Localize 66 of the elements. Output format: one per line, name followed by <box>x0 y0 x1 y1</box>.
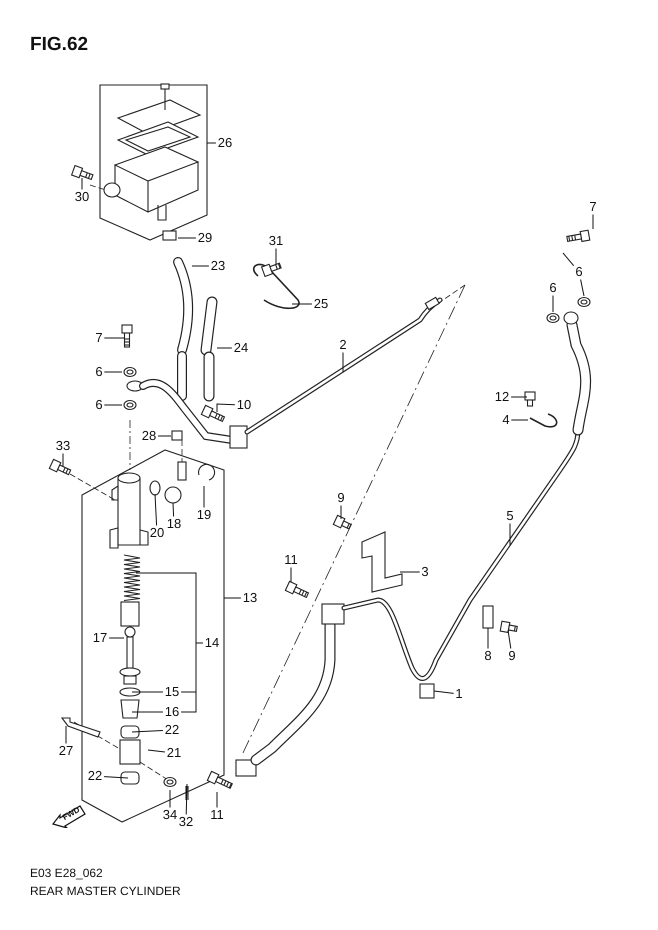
callout-number: 15 <box>164 685 180 699</box>
callout-number: 17 <box>92 631 108 645</box>
callout-number: 31 <box>268 234 284 248</box>
callout-number: 3 <box>421 565 429 579</box>
callout-number: 7 <box>95 331 103 345</box>
leader-line <box>552 295 554 312</box>
leader-line <box>186 784 188 815</box>
callout-number: 20 <box>150 526 164 540</box>
callout-number: 10 <box>236 398 252 412</box>
leader-line <box>180 642 204 712</box>
leader-line <box>510 396 528 398</box>
callout-number: 7 <box>589 200 597 214</box>
callout-number: 34 <box>162 808 178 822</box>
leader-line <box>342 352 344 372</box>
callout-number: 18 <box>166 517 182 531</box>
callout-number: 6 <box>575 265 583 279</box>
leader-line <box>562 252 574 266</box>
callout-number: 6 <box>549 281 557 295</box>
drawing-code: E03 E28_062 <box>30 866 103 880</box>
callout-number: 30 <box>74 190 90 204</box>
callout-number: 12 <box>494 390 510 404</box>
leader-line <box>340 505 342 520</box>
callout-number: 22 <box>164 723 180 737</box>
callout-number: 1 <box>455 687 463 701</box>
callout-number: 22 <box>88 769 102 783</box>
leader-line <box>206 142 216 144</box>
callout-number: 14 <box>204 636 220 650</box>
leader-line <box>104 776 128 778</box>
callout-number: 21 <box>166 746 182 760</box>
callout-number: 23 <box>210 259 226 273</box>
callout-number: 28 <box>142 429 156 443</box>
callout-number: 6 <box>95 365 103 379</box>
callout-number: 13 <box>242 591 258 605</box>
callout-number: 11 <box>210 808 224 822</box>
leader-line <box>172 502 174 517</box>
leader-line <box>580 279 584 296</box>
callout-number: 26 <box>218 136 232 150</box>
leader-line <box>216 792 218 808</box>
callout-number: 29 <box>198 231 212 245</box>
callout-number: 33 <box>56 439 70 453</box>
callout-number: 8 <box>484 649 492 663</box>
leader-line <box>592 214 594 230</box>
leader-line <box>154 494 158 526</box>
figure-caption: REAR MASTER CYLINDER <box>30 884 181 898</box>
leader-line <box>290 567 292 582</box>
callout-number: 9 <box>337 491 345 505</box>
callout-number: 24 <box>234 341 248 355</box>
callout-number: 19 <box>196 508 212 522</box>
callout-number: 4 <box>502 413 510 427</box>
leader-line <box>132 730 164 732</box>
leader-line <box>148 750 166 752</box>
callout-number: 25 <box>314 297 328 311</box>
leader-line <box>508 630 512 649</box>
figure-number: FIG.62 <box>30 34 88 56</box>
callout-number: 2 <box>339 338 347 352</box>
leader-line <box>434 690 454 694</box>
callout-number: 6 <box>95 398 103 412</box>
leader-line <box>62 453 64 466</box>
callout-number: 5 <box>506 509 514 523</box>
callout-number: 11 <box>284 553 298 567</box>
callout-number: 16 <box>164 705 180 719</box>
callout-number: 9 <box>508 649 516 663</box>
leader-line <box>104 404 122 406</box>
callout-number: 27 <box>58 744 74 758</box>
leader-line <box>216 403 236 412</box>
callout-number: 32 <box>178 815 194 829</box>
